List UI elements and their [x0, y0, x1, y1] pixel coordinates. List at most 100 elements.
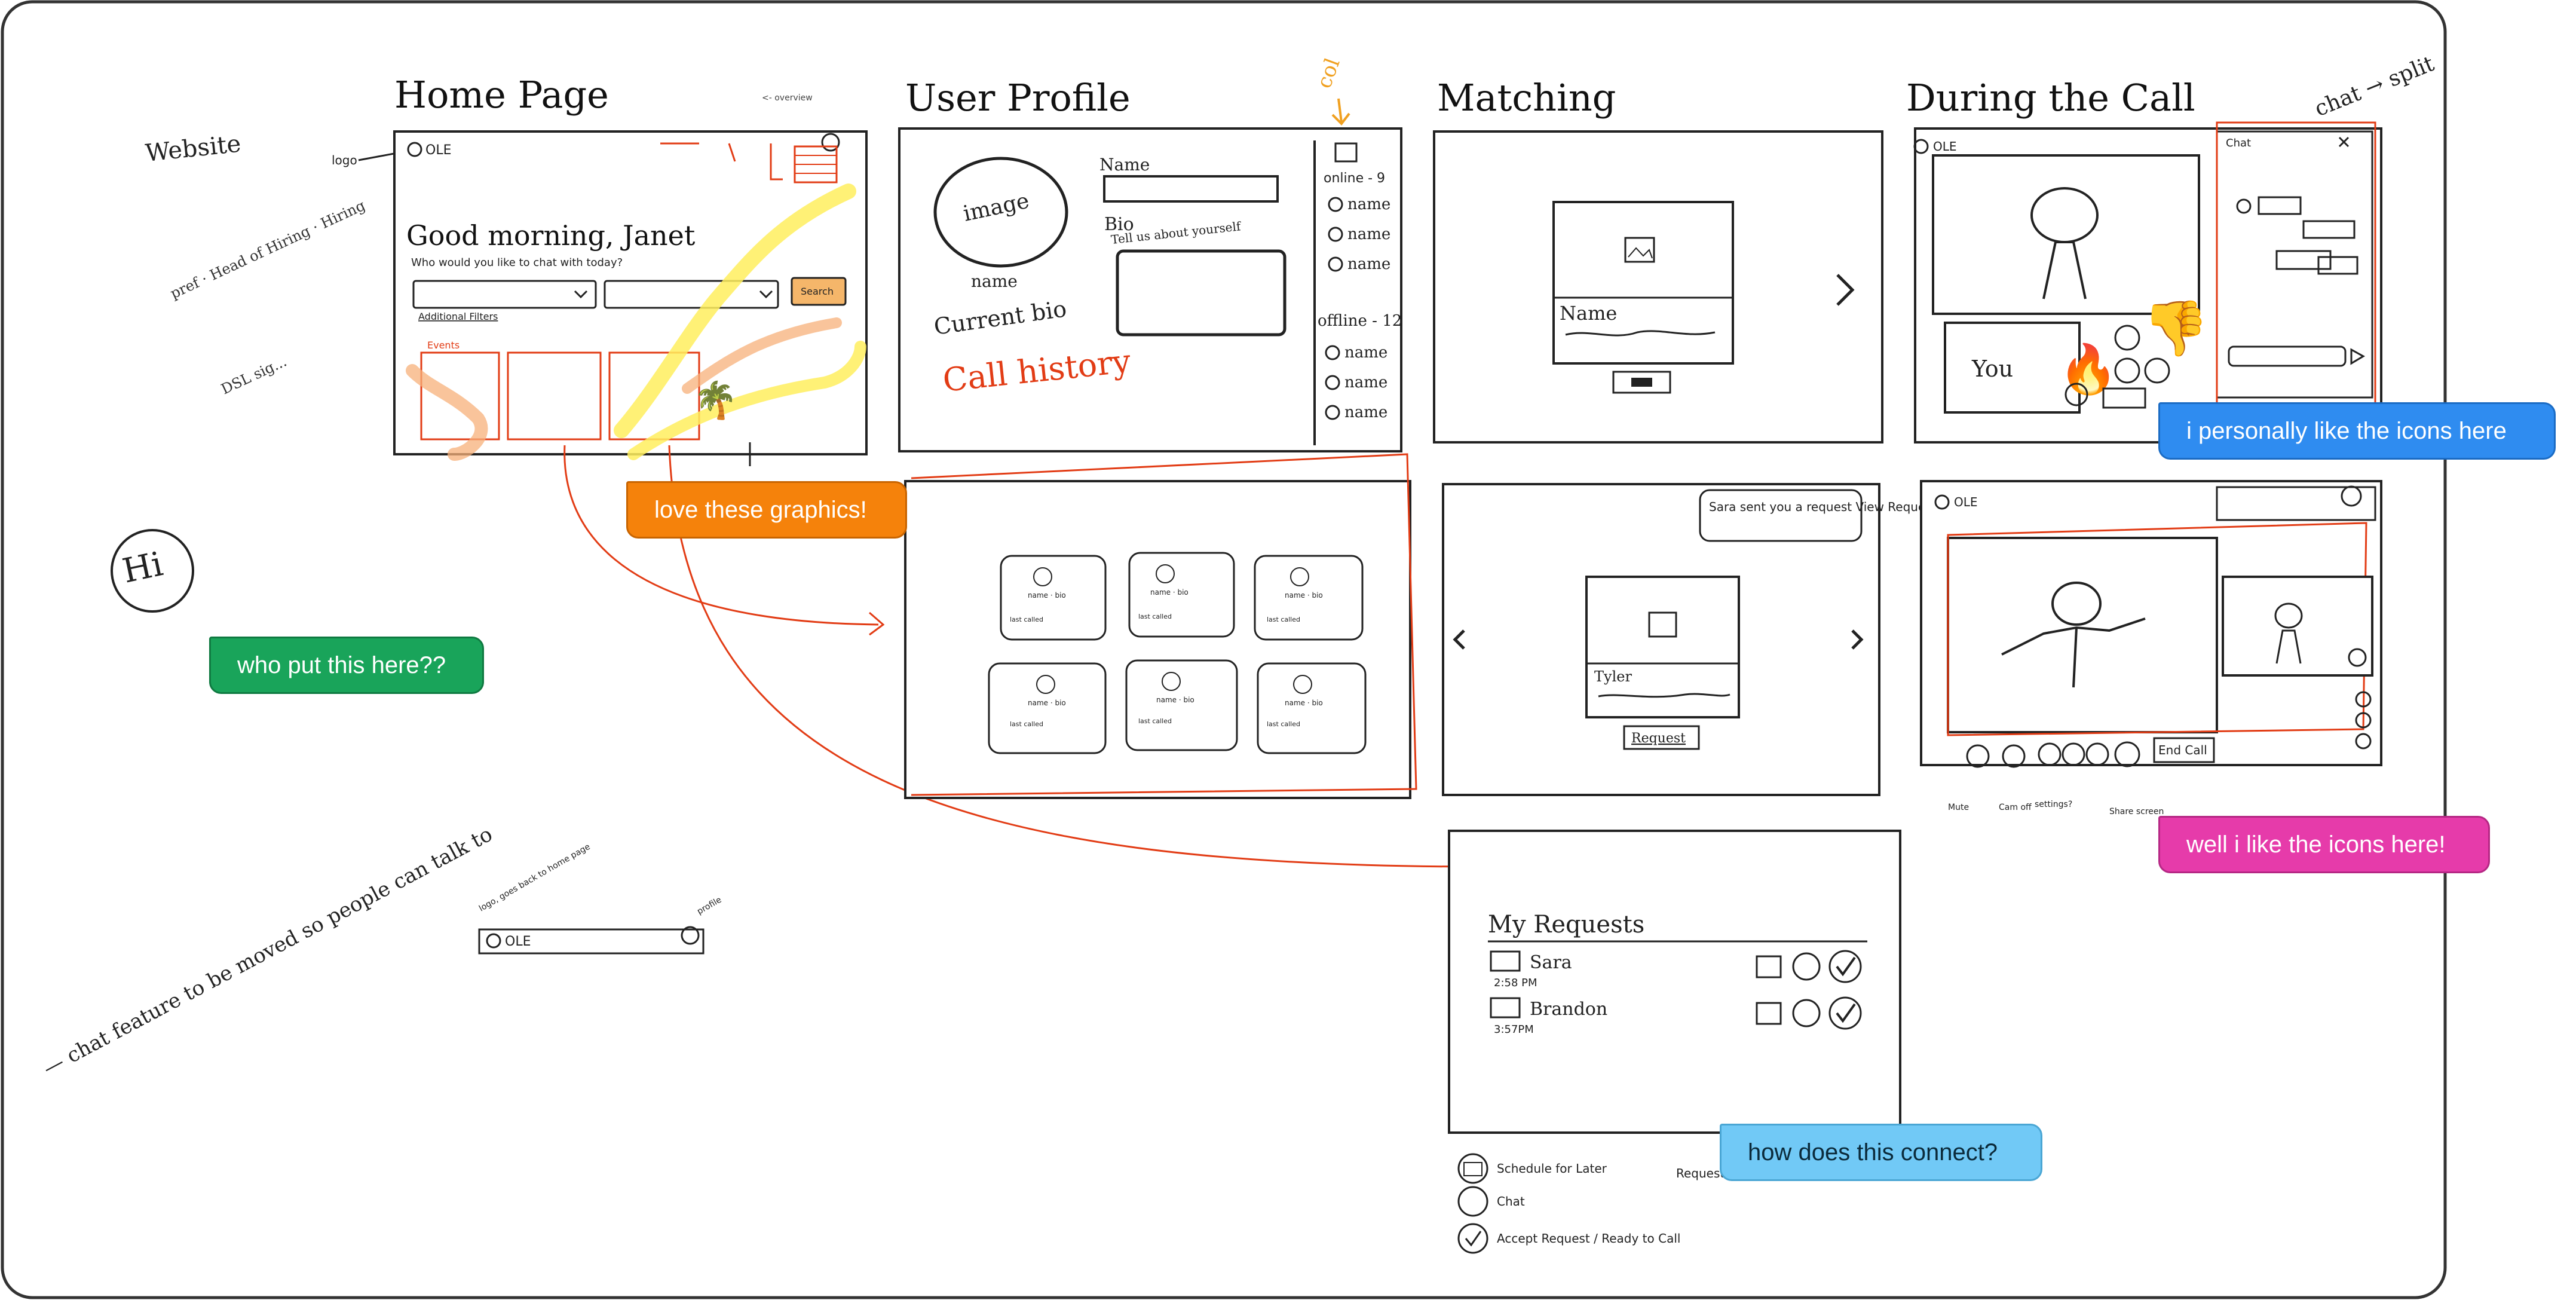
home-page-frame[interactable]: OLE <- overview Good morning, Janet Who … — [393, 93, 868, 461]
match-card[interactable] — [1552, 201, 1734, 365]
navbar-note-top: logo, goes back to home page — [477, 842, 592, 914]
request-name: Sara — [1530, 952, 1572, 973]
home-event-card-1[interactable] — [420, 351, 500, 441]
comment-icons-here-1[interactable]: i personally like the icons here — [2158, 402, 2556, 460]
request-notification[interactable] — [1699, 489, 1863, 542]
collapsed-chat-bar[interactable] — [2216, 486, 2376, 521]
my-requests-frame[interactable]: My Requests Sara 2:58 PM Brandon 3:57PM — [1448, 830, 1901, 1134]
side-control-icon[interactable] — [2355, 733, 2372, 750]
profile-image-placeholder[interactable] — [933, 157, 1068, 268]
reaction-icon[interactable] — [2038, 742, 2062, 766]
mute-icon[interactable] — [1966, 744, 1990, 768]
home-orange-scribble-2 — [682, 317, 842, 394]
share-screen-icon[interactable] — [2114, 741, 2140, 767]
accept-check-icon[interactable] — [1828, 996, 1862, 1030]
status-name[interactable]: name — [1344, 403, 1387, 421]
comment-who-put-this[interactable]: who put this here?? — [209, 637, 484, 694]
image-placeholder-icon — [1490, 950, 1521, 972]
comment-icons-here-2[interactable]: well i like the icons here! — [2158, 816, 2490, 873]
status-name[interactable]: name — [1347, 255, 1390, 273]
chat-bubble-icon[interactable] — [1792, 952, 1821, 981]
accept-check-icon[interactable] — [1828, 950, 1862, 983]
home-logo-icon[interactable] — [407, 142, 422, 157]
navbar-profile-icon[interactable] — [681, 926, 700, 945]
home-dropdown-2[interactable] — [604, 280, 779, 309]
calendar-icon[interactable] — [1756, 1002, 1782, 1025]
svg-text:last called: last called — [1138, 717, 1172, 725]
chevron-left-icon[interactable] — [1453, 629, 1465, 650]
control-button-icon[interactable] — [2065, 383, 2088, 406]
status-dot-icon — [1328, 197, 1343, 212]
board-border — [1, 0, 2447, 1299]
side-control-icon[interactable] — [2355, 712, 2372, 729]
reaction-slot-icon[interactable] — [2144, 357, 2170, 384]
call-logo-2[interactable]: OLE — [1954, 495, 1978, 509]
navbar-sketch[interactable]: OLE logo, goes back to home page profile — [477, 842, 723, 955]
profile-name-input[interactable] — [1103, 175, 1279, 203]
call-logo-icon[interactable] — [1934, 494, 1950, 510]
reaction-icon[interactable] — [2062, 742, 2085, 766]
status-name[interactable]: name — [1344, 344, 1387, 362]
chevron-right-icon[interactable] — [1836, 274, 1855, 306]
close-icon[interactable] — [2338, 136, 2350, 148]
svg-text:last called: last called — [1010, 616, 1043, 623]
navbar-logo-icon[interactable] — [486, 933, 501, 949]
settings-icon[interactable] — [2085, 742, 2109, 766]
chat-message-input[interactable] — [2228, 345, 2347, 367]
chat-bubble-icon[interactable] — [2341, 485, 2362, 507]
match-card-2[interactable] — [1585, 576, 1740, 718]
legend-label: Schedule for Later — [1497, 1161, 1607, 1176]
status-name[interactable]: name — [1344, 374, 1387, 391]
home-event-card-2[interactable] — [507, 351, 602, 441]
home-filters-link[interactable]: Additional Filters — [418, 311, 498, 322]
during-call-frame-2[interactable]: OLE End Call Mute Cam off settings? Shar… — [1920, 480, 2382, 816]
call-chat-panel[interactable] — [2216, 130, 2373, 399]
matching-frame-1[interactable]: Name — [1433, 130, 1883, 443]
reaction-slot-icon[interactable] — [2114, 325, 2140, 351]
person-body-doodle — [2275, 629, 2302, 664]
during-call-frame-1[interactable]: OLE You 🔥 👎 Chat — [1913, 121, 2382, 443]
send-icon[interactable] — [2350, 348, 2366, 365]
status-name[interactable]: name — [1347, 195, 1390, 213]
note-col-arrow — [1331, 98, 1350, 126]
check-mark — [1465, 1231, 1482, 1247]
profile-bio-textarea[interactable] — [1116, 249, 1287, 337]
control-label-mute: Mute — [1948, 803, 1969, 812]
chat-bubble-icon[interactable] — [1792, 999, 1821, 1027]
end-call-label: End Call — [2158, 743, 2207, 757]
end-call-button-small[interactable] — [2102, 387, 2146, 409]
chevron-right-icon[interactable] — [1851, 629, 1864, 650]
profile-sidebar-toggle-icon[interactable] — [1334, 142, 1358, 163]
thumbs-down-reaction-icon[interactable]: 👎 — [2142, 297, 2209, 360]
matching-frame-2[interactable]: Sara sent you a request View Request Tyl… — [1442, 483, 1937, 796]
calendar-icon[interactable] — [1756, 955, 1782, 978]
navbar-logo[interactable]: OLE — [505, 934, 531, 949]
call-logo-icon[interactable] — [1913, 139, 1929, 154]
comment-love-graphics[interactable]: love these graphics! — [626, 481, 907, 539]
call-logo[interactable]: OLE — [1933, 139, 1957, 154]
home-dropdown-1[interactable] — [412, 280, 597, 309]
comment-how-connect[interactable]: how does this connect? — [1720, 1124, 2042, 1181]
user-profile-frame[interactable]: image Name Bio Tell us about yourself na… — [898, 127, 1402, 452]
profile-bio-label: Bio — [1104, 214, 1134, 235]
home-logo[interactable]: OLE — [425, 143, 451, 158]
end-call-button[interactable] — [2153, 737, 2215, 763]
status-name[interactable]: name — [1347, 225, 1390, 243]
reaction-slot-icon[interactable] — [2114, 357, 2140, 384]
expand-icon[interactable] — [2348, 648, 2367, 667]
match-request-button[interactable] — [1623, 725, 1700, 750]
profile-offline-header: offline - 12 — [1318, 312, 1402, 330]
home-profile-icon[interactable] — [821, 133, 840, 152]
camera-off-icon[interactable] — [2002, 744, 2026, 768]
side-control-icon[interactable] — [2355, 691, 2372, 708]
home-search-button[interactable] — [791, 277, 847, 306]
svg-text:name · bio: name · bio — [1285, 591, 1323, 599]
